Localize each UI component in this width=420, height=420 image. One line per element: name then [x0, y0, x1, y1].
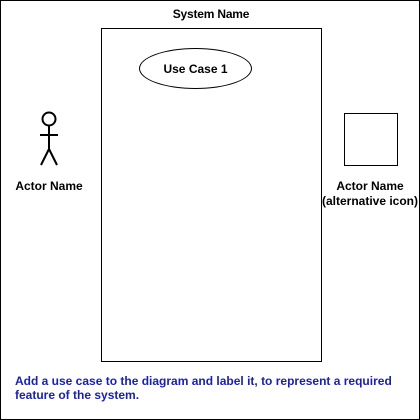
alternative-actor-name: Actor Name [336, 179, 404, 193]
box-actor-icon[interactable] [344, 113, 398, 166]
stick-figure-actor-icon[interactable] [37, 111, 61, 167]
use-case-label: Use Case 1 [163, 61, 228, 76]
alternative-icon-caption: (alternative icon) [321, 194, 419, 208]
actor-name-label: Actor Name [15, 179, 83, 193]
instruction-text: Add a use case to the diagram and label … [15, 374, 392, 402]
use-case-ellipse[interactable]: Use Case 1 [139, 48, 252, 89]
alternative-actor-label: Actor Name (alternative icon) [319, 179, 420, 209]
system-name-label: System Name [172, 7, 250, 21]
